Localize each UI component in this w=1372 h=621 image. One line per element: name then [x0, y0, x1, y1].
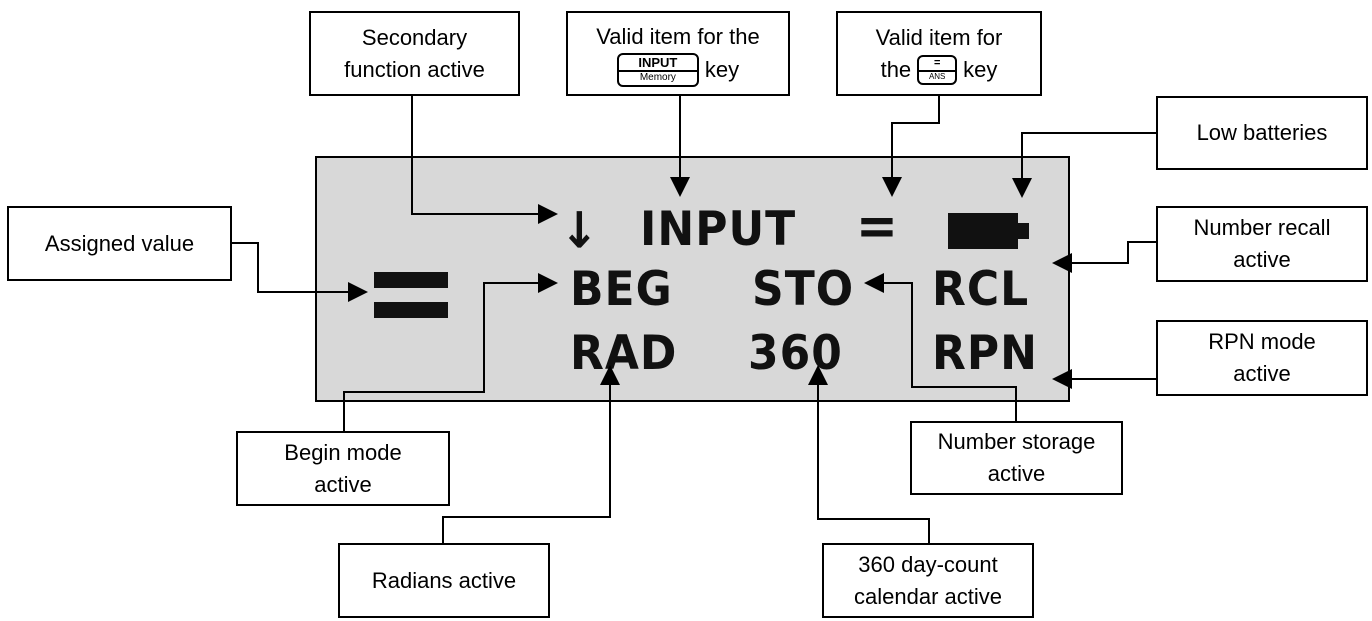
rad-indicator: RAD	[570, 325, 678, 381]
callout-ans-key: Valid item for the = ANS key	[836, 11, 1042, 96]
connector-sto	[884, 282, 1017, 421]
callout-rpn-mode: RPN mode active	[1156, 320, 1368, 396]
callout-number-storage-line1: Number storage	[937, 429, 1096, 454]
callout-radians-text: Radians active	[371, 567, 517, 593]
equals-indicator: =	[856, 194, 899, 258]
callout-number-recall-line1: Number recall	[1193, 215, 1331, 240]
arrowhead-rad	[600, 365, 620, 385]
callout-ans-key-word: key	[963, 56, 998, 82]
battery-tip	[1018, 223, 1029, 239]
ans-key-bottom-label: ANS	[919, 69, 956, 83]
callout-number-storage-line2: active	[987, 461, 1046, 486]
callout-secondary-line1: Secondary	[361, 24, 468, 50]
callout-low-batteries: Low batteries	[1156, 96, 1368, 170]
beg-indicator: BEG	[570, 261, 673, 317]
ans-key-top-label: =	[933, 56, 941, 69]
callout-rpn-mode-line2: active	[1233, 361, 1291, 386]
arrowhead-360	[808, 365, 828, 385]
360-indicator: 360	[748, 325, 843, 381]
callout-secondary-function: Secondary function active	[309, 11, 520, 96]
assigned-bar-top	[374, 272, 448, 288]
connector-beg	[343, 282, 545, 431]
connector-secondary	[411, 96, 540, 215]
arrowhead-sto	[864, 273, 884, 293]
battery-body	[948, 213, 1018, 249]
input-key-bottom-label: Memory	[618, 69, 697, 85]
rpn-indicator: RPN	[932, 325, 1038, 381]
input-key-top-label: INPUT	[638, 54, 678, 70]
rcl-indicator: RCL	[932, 261, 1030, 317]
arrowhead-battery	[1012, 178, 1032, 198]
callout-rpn-mode-line1: RPN mode	[1208, 329, 1316, 354]
callout-ans-line1: Valid item for	[875, 24, 1003, 50]
sto-indicator: STO	[752, 261, 855, 317]
callout-input-key-word: key	[704, 56, 740, 82]
assigned-value-indicator	[374, 272, 448, 318]
callout-input-key: Valid item for the INPUT Memory key	[566, 11, 790, 96]
callout-begin-mode-line1: Begin mode	[284, 439, 402, 465]
callout-assigned-value: Assigned value	[7, 206, 232, 281]
arrowhead-rpn	[1052, 369, 1072, 389]
callout-360-day-count: 360 day-count calendar active	[822, 543, 1034, 618]
callout-360-line1: 360 day-count	[858, 551, 998, 577]
callout-begin-mode-line2: active	[314, 471, 372, 497]
connector-rcl	[1062, 241, 1156, 264]
callout-360-line2: calendar active	[854, 583, 1002, 609]
battery-indicator	[948, 213, 1029, 249]
arrowhead-beg	[538, 273, 558, 293]
connector-360	[817, 382, 930, 543]
callout-begin-mode: Begin mode active	[236, 431, 450, 506]
callout-number-recall-line2: active	[1233, 247, 1291, 272]
callout-secondary-line2: function active	[344, 56, 485, 82]
arrowhead-assigned	[348, 282, 368, 302]
connector-battery	[1021, 132, 1156, 184]
arrowhead-equals	[882, 177, 902, 197]
arrowhead-rcl	[1052, 253, 1072, 273]
callout-low-batteries-text: Low batteries	[1196, 120, 1328, 145]
callout-ans-prefix: the	[880, 56, 912, 82]
equals-ans-key-icon: = ANS	[917, 54, 958, 85]
connector-equals	[891, 96, 940, 183]
input-indicator: INPUT	[640, 201, 797, 257]
callout-ans-line2: the = ANS key	[880, 54, 998, 86]
callout-input-line1: Valid item for the	[596, 23, 760, 49]
connector-rad	[442, 382, 611, 543]
arrowhead-input	[670, 177, 690, 197]
input-memory-key-icon: INPUT Memory	[616, 52, 699, 87]
callout-assigned-value-text: Assigned value	[44, 230, 195, 256]
assigned-bar-bottom	[374, 302, 448, 318]
callout-number-recall: Number recall active	[1156, 206, 1368, 282]
callout-input-line2: INPUT Memory key	[616, 52, 740, 87]
arrowhead-secondary	[538, 204, 558, 224]
connector-assigned	[232, 242, 355, 293]
secondary-function-arrow-indicator: ↓	[560, 200, 600, 260]
callout-number-storage: Number storage active	[910, 421, 1123, 495]
callout-radians: Radians active	[338, 543, 550, 618]
